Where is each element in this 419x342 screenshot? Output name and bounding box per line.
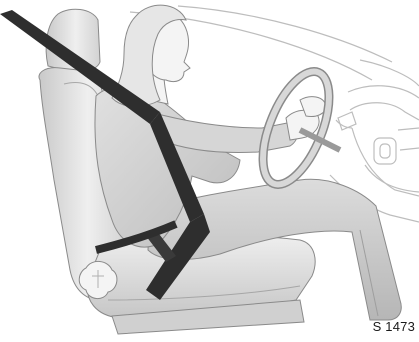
figure-code-label: S 1473 <box>373 319 415 334</box>
